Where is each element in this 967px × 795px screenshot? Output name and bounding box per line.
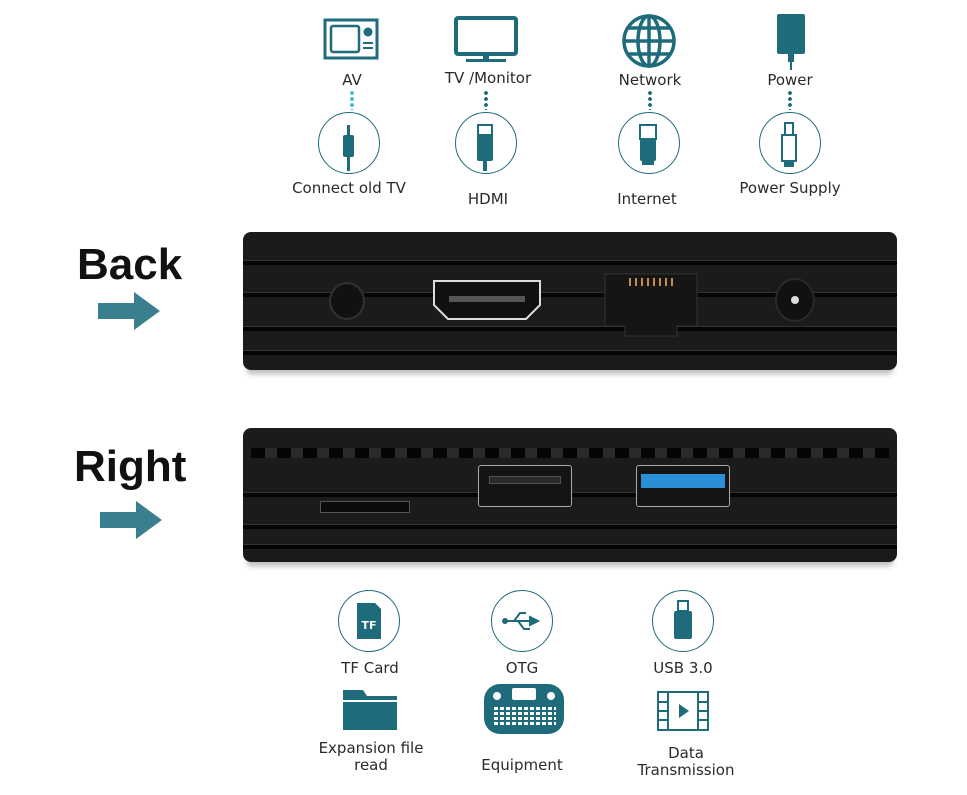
connector-dots	[788, 90, 792, 110]
device-back-panel	[243, 232, 897, 370]
connector-dots	[648, 90, 652, 110]
label-network: Network	[618, 71, 682, 89]
mini-keyboard-icon	[484, 684, 564, 734]
label-power: Power	[767, 71, 813, 89]
ethernet-plug-icon	[618, 112, 680, 174]
monitor-icon	[454, 16, 518, 62]
connector-dots	[484, 90, 488, 110]
heading-back: Back	[77, 240, 183, 289]
ethernet-port	[604, 273, 698, 337]
label-otg: OTG	[505, 659, 539, 677]
hdmi-plug-icon	[455, 112, 517, 174]
label-tf-card: TF Card	[341, 659, 399, 677]
tf-card-slot	[320, 501, 410, 513]
folder-icon	[343, 690, 397, 730]
tf-card-icon: TF	[338, 590, 400, 652]
label-av: AV	[342, 71, 362, 89]
hdmi-port	[433, 280, 541, 320]
av-port	[329, 282, 365, 320]
usb2-port	[478, 465, 572, 507]
globe-icon	[622, 14, 676, 68]
label-expansion-file-read: Expansion file read	[318, 739, 424, 774]
connector-dots	[350, 90, 354, 110]
audio-jack-icon	[318, 112, 380, 174]
arrow-right-icon	[98, 292, 160, 330]
label-data-transmission: Data Transmission	[637, 744, 735, 779]
label-tv-monitor: TV /Monitor	[444, 69, 532, 87]
usb-symbol-icon	[491, 590, 553, 652]
label-hdmi: HDMI	[467, 190, 509, 208]
dc-plug-icon	[759, 112, 821, 174]
dc-power-port	[775, 278, 815, 322]
tf-card-text: TF	[361, 619, 376, 632]
arrow-right-icon	[100, 501, 162, 539]
heading-right: Right	[74, 442, 187, 491]
label-usb3: USB 3.0	[653, 659, 713, 677]
tv-set-icon	[323, 18, 379, 60]
usb3-port	[636, 465, 730, 507]
label-internet: Internet	[617, 190, 677, 208]
vent-slots	[251, 448, 889, 458]
device-right-panel	[243, 428, 897, 562]
label-connect-old-tv: Connect old TV	[292, 179, 406, 197]
label-power-supply: Power Supply	[739, 179, 841, 197]
video-file-icon	[657, 691, 709, 731]
label-equipment: Equipment	[481, 756, 563, 774]
usb-stick-icon	[652, 590, 714, 652]
power-adapter-icon	[777, 14, 805, 70]
